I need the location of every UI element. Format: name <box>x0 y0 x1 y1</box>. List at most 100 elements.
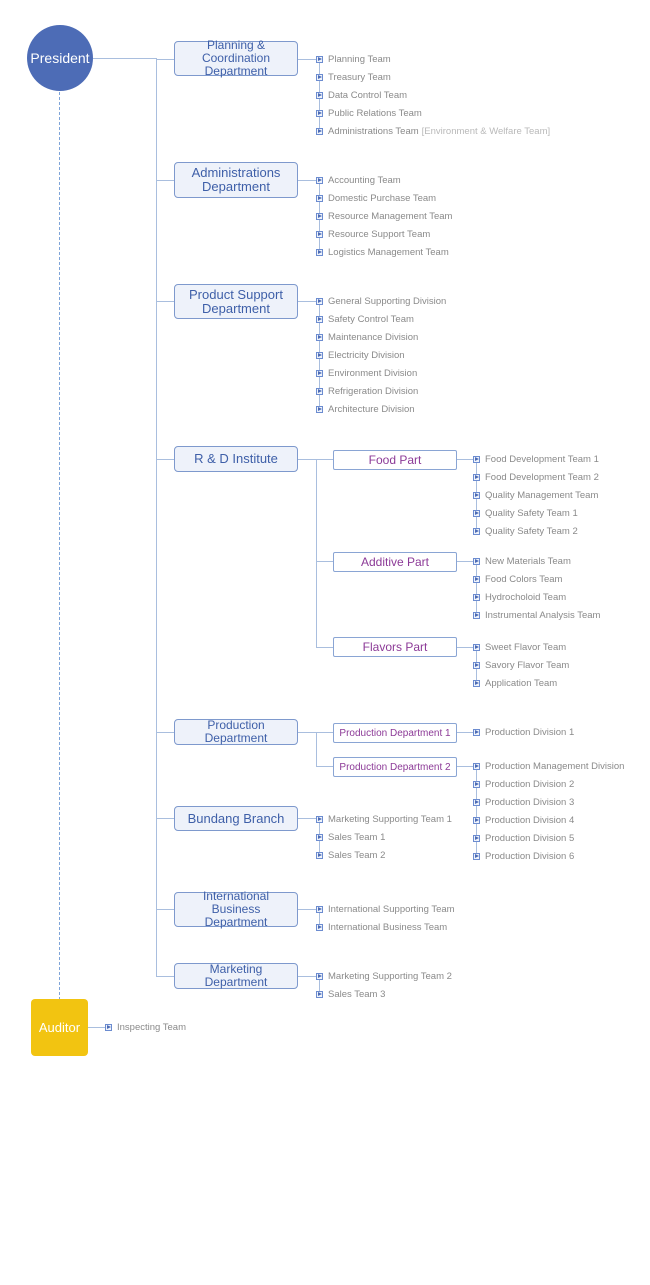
team-item[interactable]: Food Development Team 2 <box>473 470 599 484</box>
team-item[interactable]: Application Team <box>473 676 557 690</box>
team-item[interactable]: Inspecting Team <box>105 1020 186 1034</box>
team-item[interactable]: Domestic Purchase Team <box>316 191 436 205</box>
team-item[interactable]: Food Colors Team <box>473 572 562 586</box>
team-label: Maintenance Division <box>328 331 419 343</box>
team-item[interactable]: General Supporting Division <box>316 294 446 308</box>
team-item[interactable]: Treasury Team <box>316 70 391 84</box>
team-label: International Business Team <box>328 921 448 933</box>
team-item[interactable]: Resource Support Team <box>316 227 430 241</box>
team-label: Accounting Team <box>328 174 401 186</box>
arrow-bullet-icon <box>316 990 323 998</box>
parts-branch <box>316 561 333 562</box>
dept-planning[interactable]: Planning & Coordination Department <box>174 38 298 78</box>
dept-to-teams-line <box>298 180 317 181</box>
team-item[interactable]: International Business Team <box>316 920 447 934</box>
team-item[interactable]: Public Relations Team <box>316 106 422 120</box>
team-item[interactable]: Environment Division <box>316 366 417 380</box>
dept-to-parts-line <box>298 732 316 733</box>
team-label: Production Division 3 <box>485 796 575 808</box>
dept-label: Product Support Department <box>189 286 283 316</box>
arrow-bullet-icon <box>473 575 480 583</box>
team-label: International Supporting Team <box>328 903 455 915</box>
arrow-bullet-icon <box>473 798 480 806</box>
team-item[interactable]: Production Division 6 <box>473 849 574 863</box>
team-item[interactable]: Sweet Flavor Team <box>473 640 566 654</box>
team-label: Marketing Supporting Team 2 <box>328 970 452 982</box>
arrow-bullet-icon <box>473 852 480 860</box>
arrow-bullet-icon <box>473 643 480 651</box>
auditor-node[interactable]: Auditor <box>31 999 88 1056</box>
team-label: Inspecting Team <box>117 1021 187 1033</box>
team-item[interactable]: Electricity Division <box>316 348 405 362</box>
team-item[interactable]: Food Development Team 1 <box>473 452 599 466</box>
part-production-1[interactable]: Production Department 1 <box>333 723 457 743</box>
team-item[interactable]: Administrations Team[Environment & Welfa… <box>316 124 550 138</box>
team-item[interactable]: Sales Team 2 <box>316 848 385 862</box>
team-item[interactable]: Savory Flavor Team <box>473 658 569 672</box>
arrow-bullet-icon <box>316 55 323 63</box>
part-food[interactable]: Food Part <box>333 450 457 470</box>
team-label: Environment Division <box>328 367 418 379</box>
dept-administrations[interactable]: Administrations Department <box>174 162 298 198</box>
dept-rnd-institute[interactable]: R & D Institute <box>174 446 298 472</box>
team-label: Production Division 2 <box>485 778 575 790</box>
team-item[interactable]: Quality Safety Team 2 <box>473 524 578 538</box>
team-label: General Supporting Division <box>328 295 447 307</box>
dept-bundang-branch[interactable]: Bundang Branch <box>174 806 298 831</box>
arrow-bullet-icon <box>473 780 480 788</box>
team-item[interactable]: Maintenance Division <box>316 330 418 344</box>
team-item[interactable]: Hydrocholoid Team <box>473 590 566 604</box>
team-item[interactable]: Architecture Division <box>316 402 415 416</box>
part-label: Flavors Part <box>362 640 428 654</box>
team-item[interactable]: Production Division 3 <box>473 795 574 809</box>
team-label: Sales Team 3 <box>328 988 386 1000</box>
team-item[interactable]: Instrumental Analysis Team <box>473 608 600 622</box>
part-production-2[interactable]: Production Department 2 <box>333 757 457 777</box>
team-label: Marketing Supporting Team 1 <box>328 813 452 825</box>
auditor-to-team-line <box>88 1027 105 1028</box>
dept-product-support[interactable]: Product Support Department <box>174 284 298 319</box>
team-item[interactable]: New Materials Team <box>473 554 571 568</box>
spine-branch <box>156 909 174 910</box>
part-to-teams-line <box>457 732 474 733</box>
team-item[interactable]: International Supporting Team <box>316 902 455 916</box>
team-item[interactable]: Production Division 1 <box>473 725 574 739</box>
team-label: Architecture Division <box>328 403 415 415</box>
dept-production[interactable]: Production Department <box>174 719 298 745</box>
president-auditor-connector <box>59 92 60 1000</box>
dept-marketing[interactable]: Marketing Department <box>174 963 298 989</box>
spine-branch <box>156 976 174 977</box>
team-item[interactable]: Resource Management Team <box>316 209 452 223</box>
team-item[interactable]: Data Control Team <box>316 88 407 102</box>
team-label: Production Division 1 <box>485 726 575 738</box>
team-item[interactable]: Sales Team 3 <box>316 987 385 1001</box>
team-item[interactable]: Accounting Team <box>316 173 401 187</box>
team-label: Production Division 4 <box>485 814 575 826</box>
team-item[interactable]: Safety Control Team <box>316 312 414 326</box>
dept-label: Administrations Department <box>191 165 281 194</box>
arrow-bullet-icon <box>316 73 323 81</box>
president-node[interactable]: President <box>27 25 93 91</box>
arrow-bullet-icon <box>473 661 480 669</box>
team-item[interactable]: Production Management Division <box>473 759 624 773</box>
team-item[interactable]: Quality Safety Team 1 <box>473 506 578 520</box>
dept-international-business[interactable]: International Business Department <box>174 890 298 929</box>
team-item[interactable]: Planning Team <box>316 52 391 66</box>
team-item[interactable]: Marketing Supporting Team 2 <box>316 969 452 983</box>
team-item[interactable]: Sales Team 1 <box>316 830 385 844</box>
team-bracket-line <box>319 909 320 927</box>
dept-label: Planning & Coordination Department <box>201 38 271 78</box>
part-flavors[interactable]: Flavors Part <box>333 637 457 657</box>
team-label: Production Division 5 <box>485 832 575 844</box>
team-label: New Materials Team <box>485 555 571 567</box>
dept-to-parts-line <box>298 459 316 460</box>
team-item[interactable]: Refrigeration Division <box>316 384 418 398</box>
team-item[interactable]: Marketing Supporting Team 1 <box>316 812 452 826</box>
part-additive[interactable]: Additive Part <box>333 552 457 572</box>
team-item[interactable]: Production Division 2 <box>473 777 574 791</box>
team-item[interactable]: Quality Management Team <box>473 488 598 502</box>
team-item[interactable]: Production Division 4 <box>473 813 574 827</box>
team-item[interactable]: Logistics Management Team <box>316 245 449 259</box>
team-item[interactable]: Production Division 5 <box>473 831 574 845</box>
arrow-bullet-icon <box>316 127 323 135</box>
